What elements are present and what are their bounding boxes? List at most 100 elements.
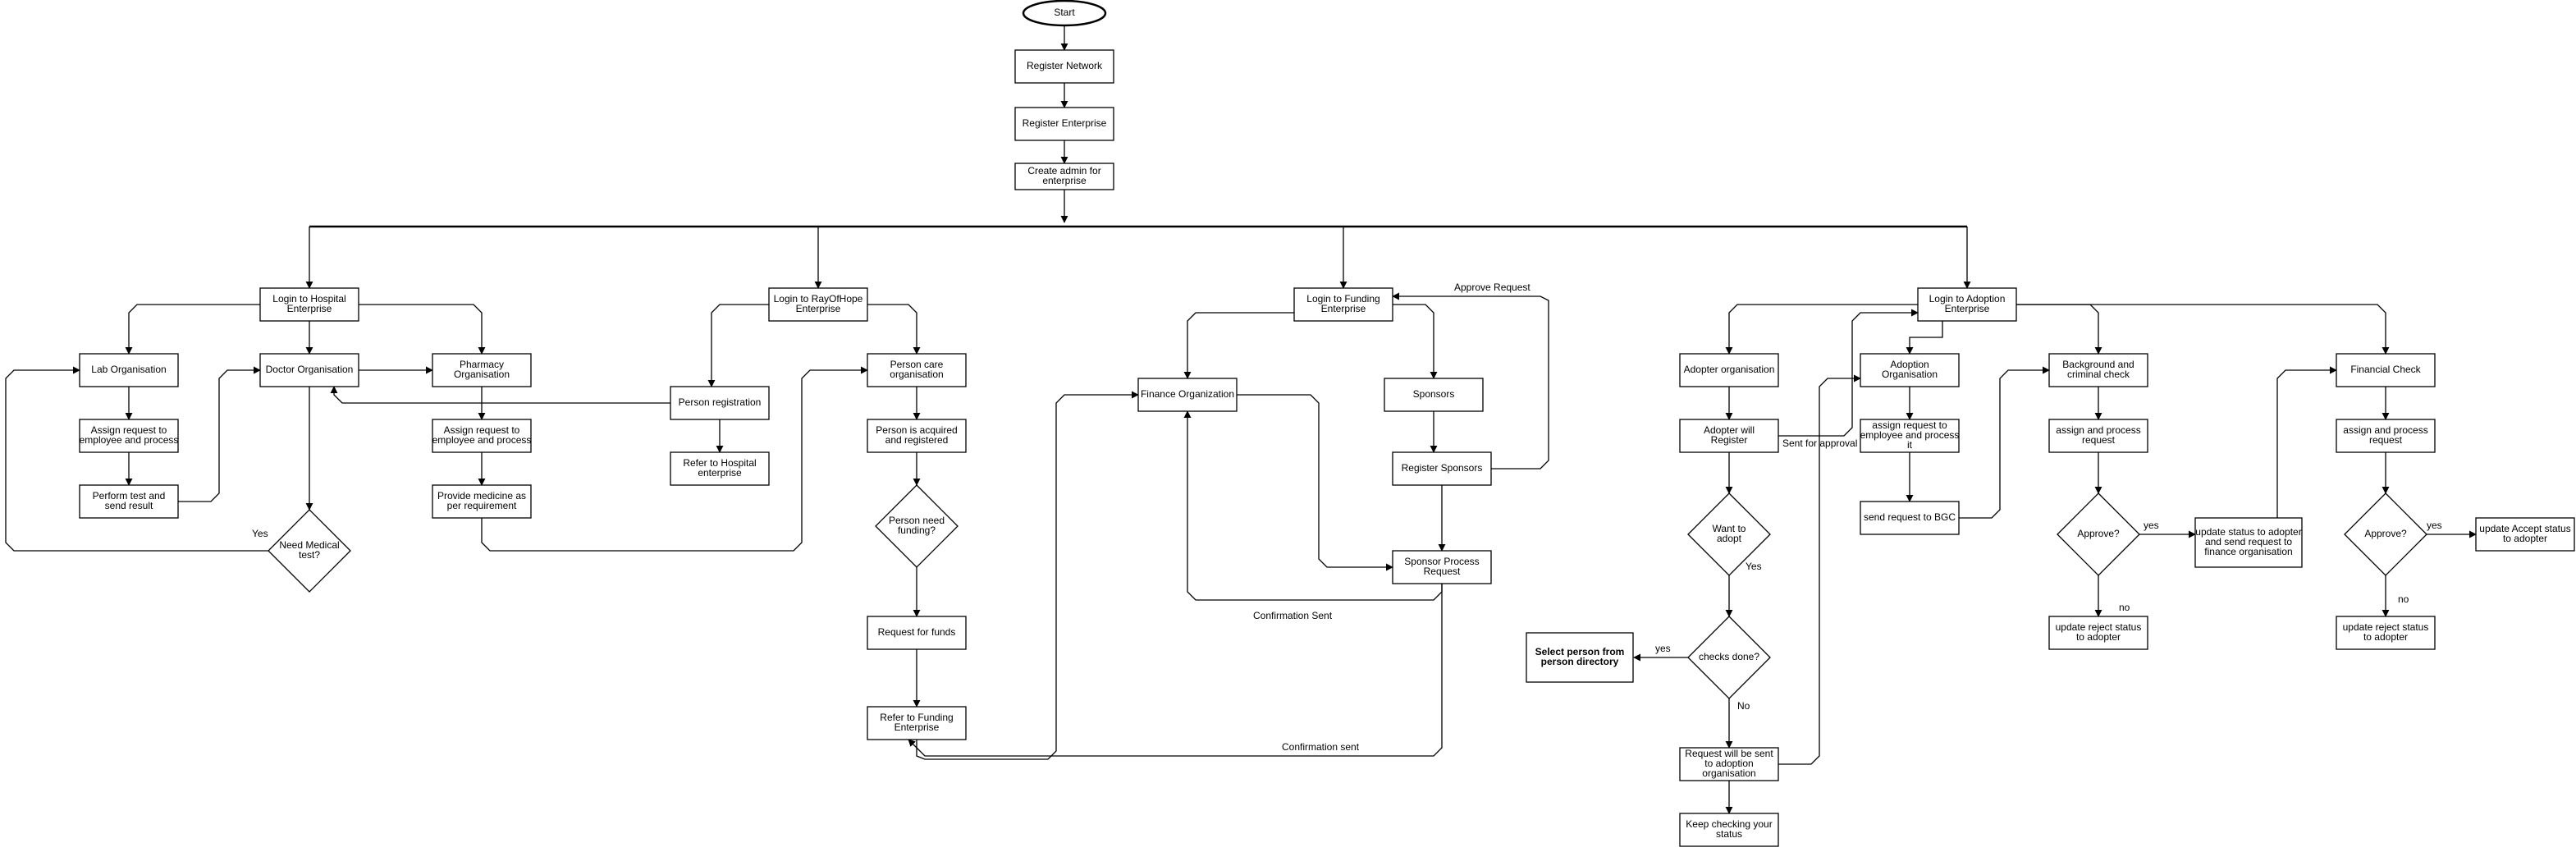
node-fin-approve: Approve? bbox=[2344, 492, 2427, 576]
node-label: Person registration bbox=[679, 396, 762, 408]
connector-arrow bbox=[481, 366, 868, 552]
connector-arrow bbox=[1183, 312, 1294, 379]
process-box-shape bbox=[2048, 616, 2148, 650]
node-finance-org: Finance Organization bbox=[1137, 378, 1238, 412]
edge-label-no-checks: No bbox=[1737, 700, 1750, 712]
edge-label-sent-for-approval: Sent for approval bbox=[1782, 437, 1857, 449]
node-doctor-org: Doctor Organisation bbox=[259, 353, 359, 387]
node-label: Register Enterprise bbox=[1023, 117, 1107, 129]
node-financial-check: Financial Check bbox=[2336, 353, 2436, 387]
process-box-shape bbox=[1679, 419, 1779, 453]
node-label: checks done? bbox=[1699, 651, 1759, 662]
process-box-shape bbox=[1917, 287, 2017, 322]
node-lab-org: Lab Organisation bbox=[79, 353, 179, 387]
process-box-shape bbox=[1392, 451, 1492, 486]
process-box-shape bbox=[432, 484, 532, 519]
process-box-shape bbox=[1860, 353, 1960, 387]
node-label: Approve? bbox=[2364, 528, 2407, 539]
connector-arrow bbox=[1237, 394, 1393, 571]
connector-arrow bbox=[1959, 366, 2050, 519]
connector-arrow bbox=[867, 304, 921, 355]
connector-arrow bbox=[1392, 292, 1549, 470]
node-sponsors: Sponsors bbox=[1384, 378, 1484, 412]
connector-arrow bbox=[2016, 304, 2102, 355]
process-box-shape bbox=[432, 419, 532, 453]
node-label: Lab Organisation bbox=[91, 364, 166, 375]
process-box-shape bbox=[768, 287, 868, 322]
process-box-shape bbox=[259, 353, 359, 387]
process-box-shape bbox=[259, 287, 359, 322]
process-box-shape bbox=[1860, 501, 1960, 535]
process-box-shape bbox=[1137, 378, 1238, 412]
process-box-shape bbox=[1679, 353, 1779, 387]
node-label: Request for funds bbox=[878, 626, 956, 638]
process-box-shape bbox=[1293, 287, 1393, 322]
process-box-shape bbox=[1014, 49, 1114, 84]
node-start: Start bbox=[1022, 0, 1107, 27]
connector-arrow bbox=[1778, 309, 1919, 437]
node-register-enterprise: Register Enterprise bbox=[1014, 107, 1114, 141]
process-box-shape bbox=[2336, 616, 2436, 650]
decision-shape bbox=[268, 509, 351, 593]
process-box-shape bbox=[2048, 419, 2148, 453]
process-box-shape bbox=[79, 353, 179, 387]
connector-arrow bbox=[178, 366, 261, 502]
process-box-shape bbox=[670, 386, 770, 420]
connector-arrow bbox=[1393, 304, 1438, 379]
connector-arrow bbox=[1906, 321, 1943, 355]
node-label: Adopter organisation bbox=[1684, 364, 1775, 375]
start-terminal-shape bbox=[1022, 0, 1107, 27]
process-box-shape bbox=[2336, 419, 2436, 453]
edge-label-approve-request: Approve Request bbox=[1454, 282, 1531, 293]
process-box-shape bbox=[2336, 353, 2436, 387]
connector-arrow bbox=[359, 304, 486, 355]
process-box-shape bbox=[2475, 517, 2575, 552]
process-box-shape bbox=[1679, 813, 1779, 847]
process-box-shape bbox=[1014, 107, 1114, 141]
connector-arrow bbox=[1778, 374, 1861, 765]
node-person-registration: Person registration bbox=[670, 386, 770, 420]
process-box-shape bbox=[867, 706, 967, 740]
node-label: Sponsors bbox=[1413, 388, 1455, 400]
